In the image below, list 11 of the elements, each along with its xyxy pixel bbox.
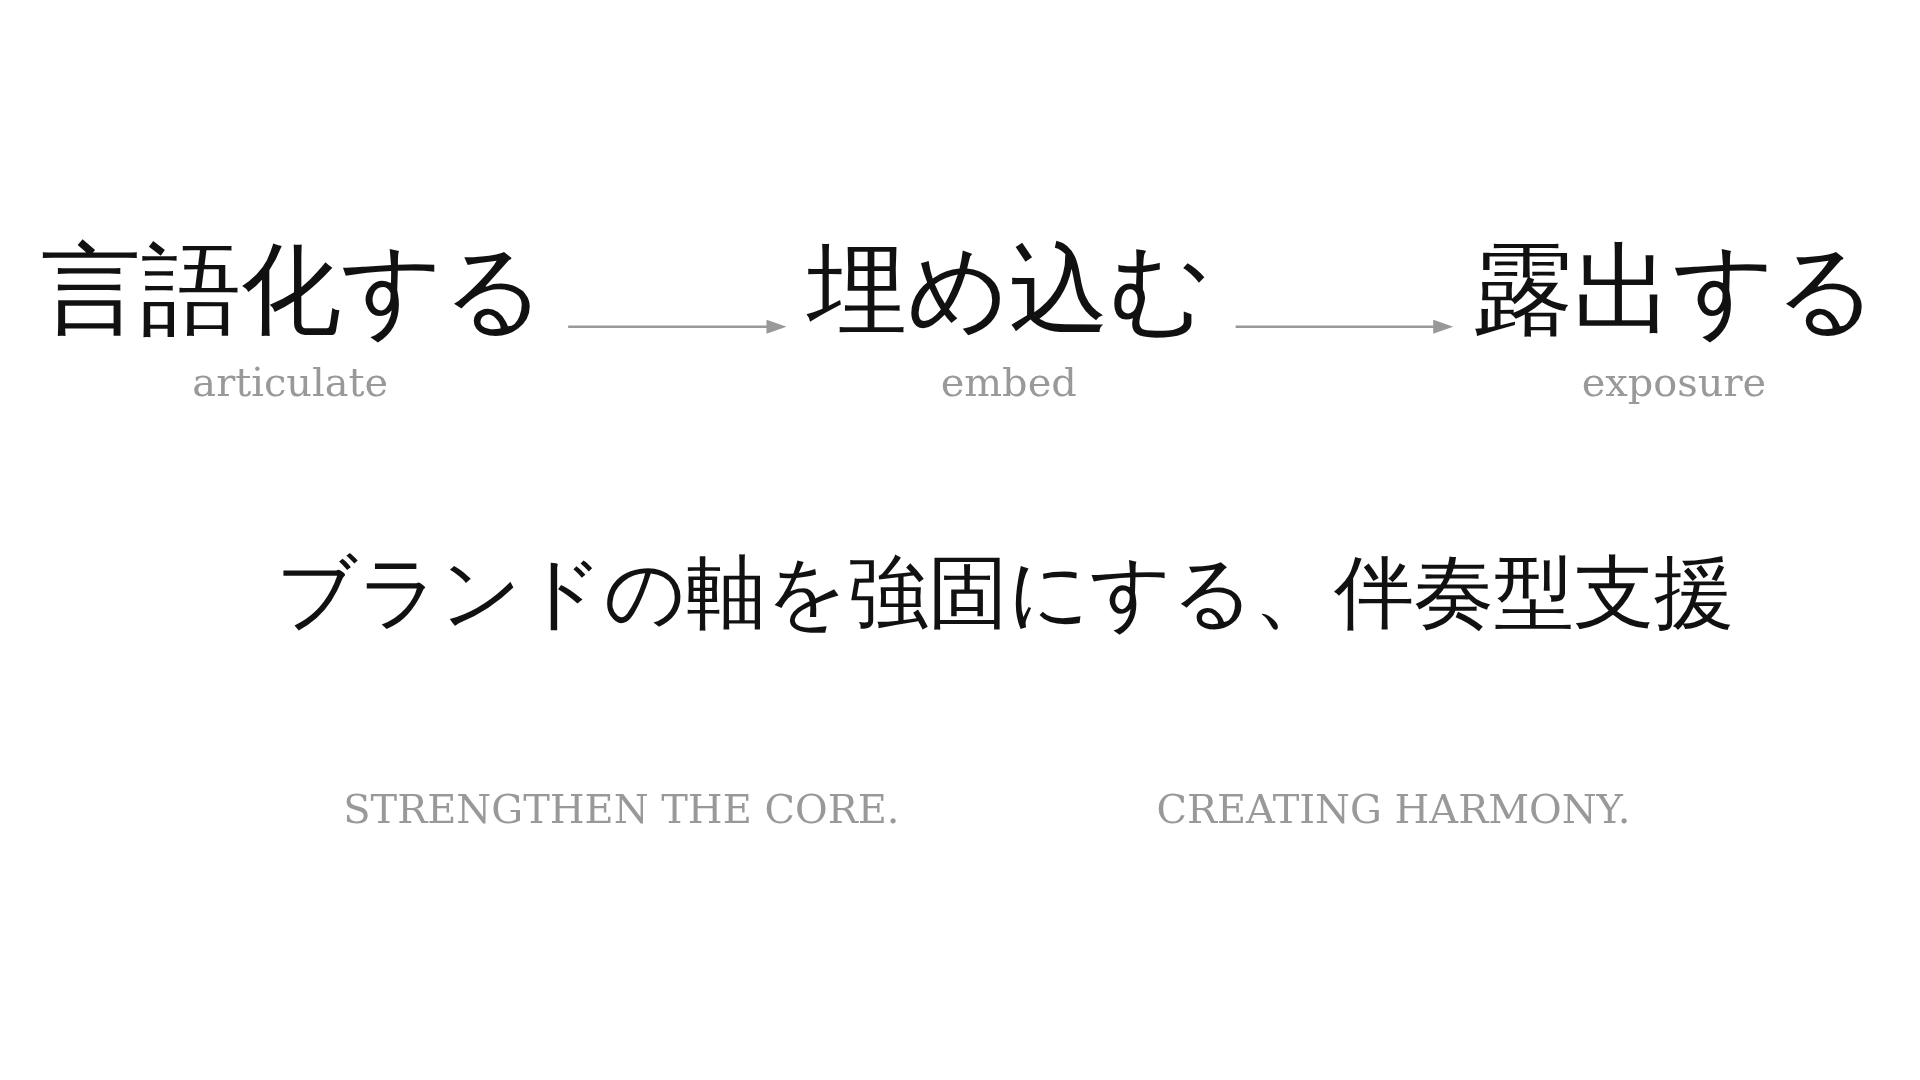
- label: ブランドの軸を強固にする、伴奏型支援: [275, 546, 1734, 640]
- node-text: 露出する: [1473, 231, 1878, 349]
- arrow: [568, 319, 787, 334]
- label: STRENGTHEN THE CORE.: [343, 785, 900, 832]
- node-label: embed: [940, 359, 1077, 406]
- node-text: 言語化する: [41, 231, 546, 349]
- arrow: [1235, 319, 1454, 334]
- label: CREATING HARMONY.: [1156, 785, 1631, 832]
- node-label: articulate: [192, 359, 389, 406]
- node-label: exposure: [1581, 359, 1767, 406]
- node-text: 埋め込む: [807, 231, 1212, 349]
